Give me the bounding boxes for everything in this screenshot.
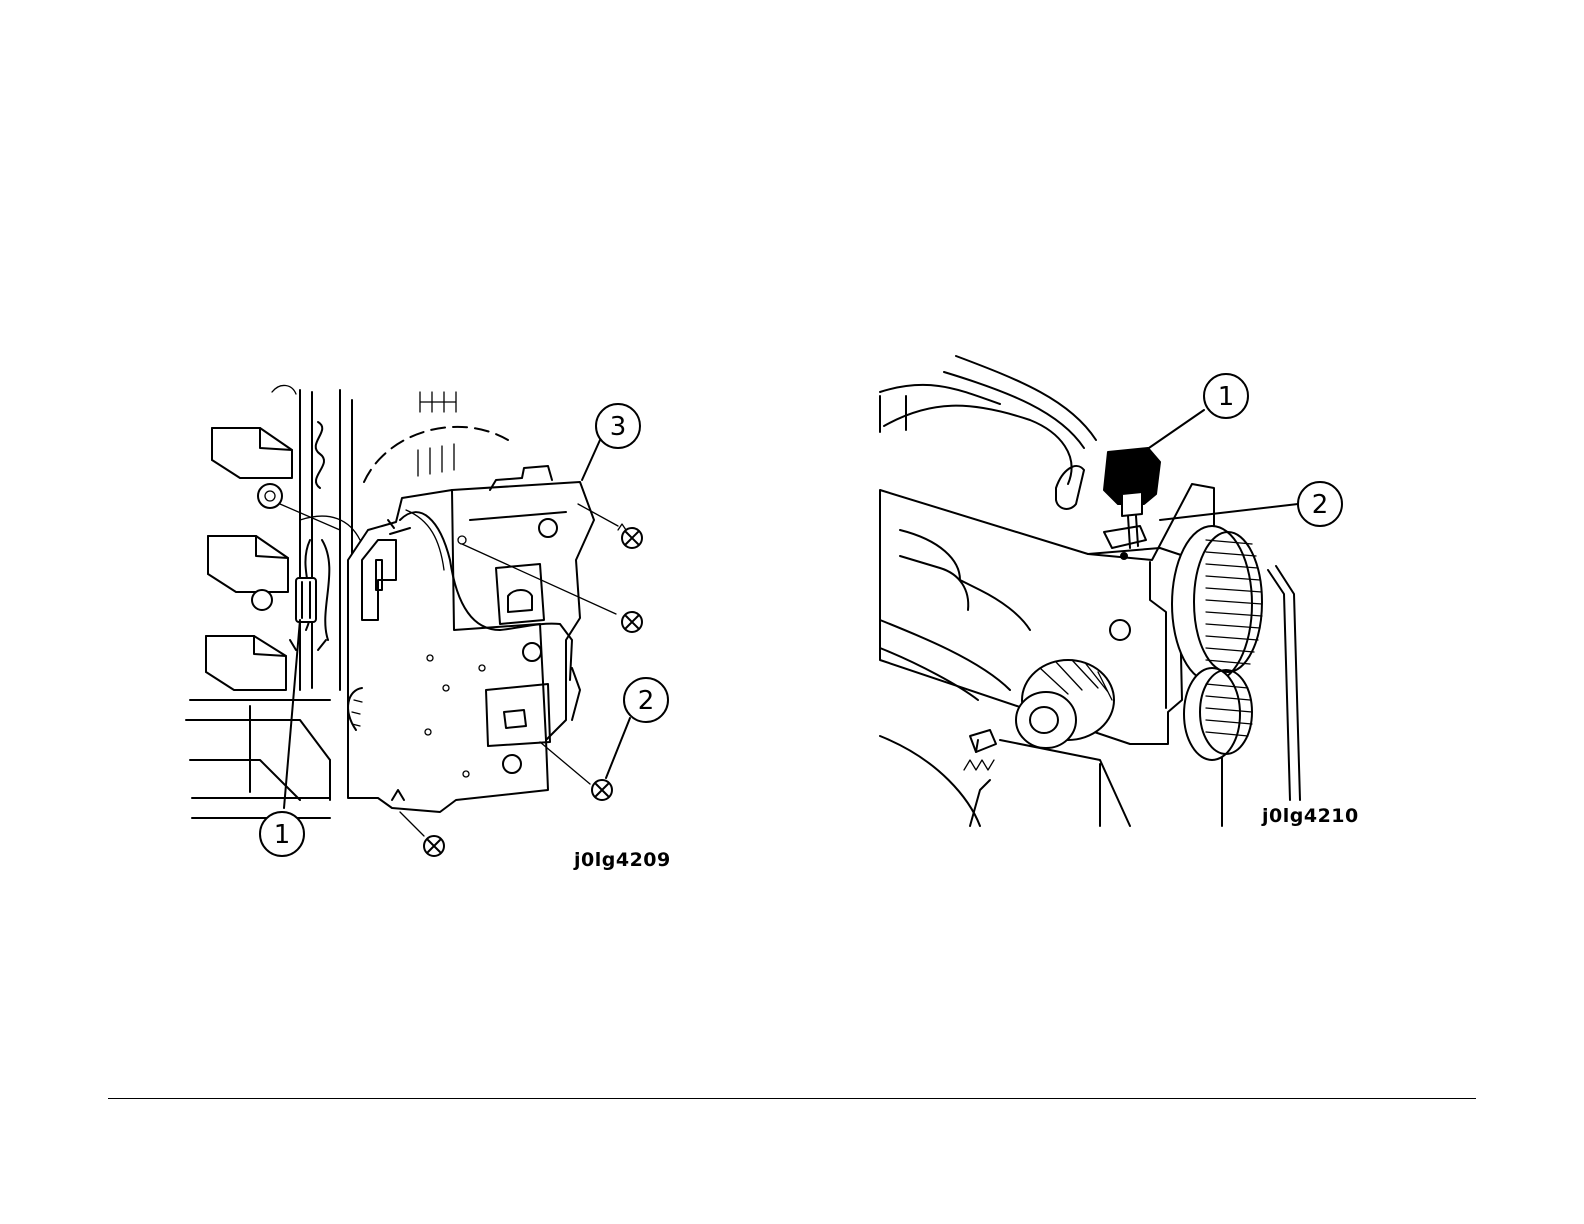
figure-left: 1 3 2 j0lg4209 (186, 385, 671, 871)
callout-2: 2 (1298, 482, 1342, 526)
leader-line (284, 620, 300, 808)
callout-label: 1 (1218, 382, 1235, 412)
gear-icon (1172, 526, 1262, 682)
screw-icon (540, 742, 612, 800)
callout-label: 1 (274, 820, 291, 850)
callout-1: 1 (260, 812, 304, 856)
sensor-connector-icon (296, 578, 316, 622)
callout-label: 3 (610, 412, 627, 442)
connector-icon (1104, 448, 1160, 559)
footer-divider (108, 1098, 1476, 1099)
drive-assembly-plate (348, 466, 594, 812)
figure-id-label: j0lg4210 (1261, 805, 1359, 827)
frame-left-illustration (186, 385, 360, 818)
removal-path-arc (364, 427, 508, 482)
gear-icon (1184, 668, 1252, 760)
callout-1: 1 (1204, 374, 1248, 418)
callout-label: 2 (638, 686, 655, 716)
leader-line (1146, 410, 1204, 450)
figure-right: 1 2 j0lg4210 (880, 356, 1359, 827)
callout-2: 2 (624, 678, 668, 722)
callout-label: 2 (1312, 490, 1329, 520)
screw-icon (400, 812, 444, 856)
leader-line (606, 718, 630, 778)
figure-id-label: j0lg4209 (573, 849, 671, 871)
leader-line (582, 440, 600, 480)
callout-3: 3 (596, 404, 640, 448)
